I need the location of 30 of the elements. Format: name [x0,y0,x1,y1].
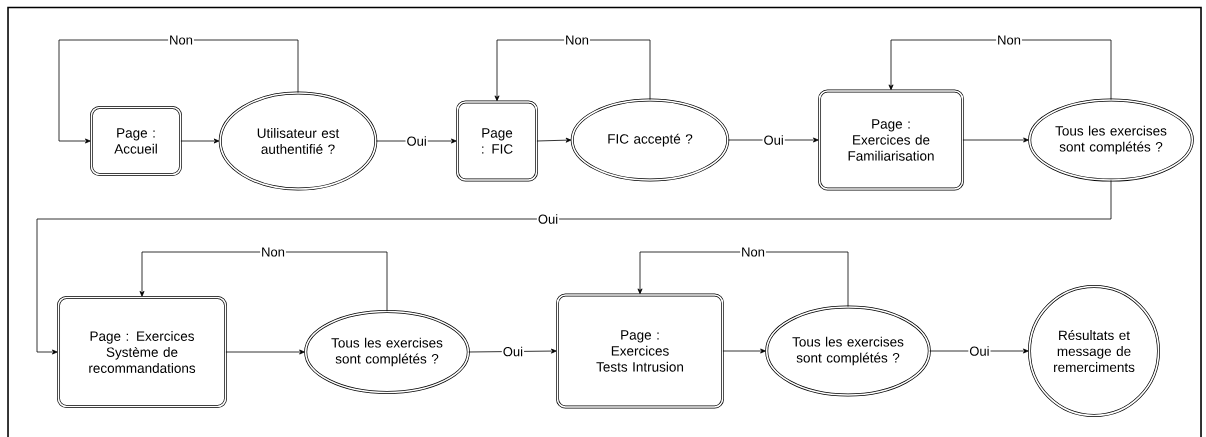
arrow [36,179,1112,355]
edge-label: Non [996,34,1022,46]
process-box: Page : FIC [456,100,538,182]
edge-label: Oui [762,134,785,146]
arrow [722,348,766,354]
arrow [888,39,1112,101]
edge-label: Non [168,34,194,46]
arrow [180,138,220,144]
edge-label: Oui [405,135,428,147]
process-box: Page : Exercices Tests Intrusion [556,293,724,409]
edge-label: Oui [968,345,991,357]
edge-label: Non [260,246,286,258]
process-box: Page : Exercices Système de recommandations [57,296,227,408]
arrow [727,137,819,143]
arrow [225,349,305,355]
edge-label: Non [564,34,590,46]
process-box: Page : Exercices de Familiarisation [818,89,964,191]
arrow [375,138,457,144]
edge-label: Oui [536,213,560,225]
arrow [139,251,388,312]
arrow [536,137,572,143]
arrow [962,137,1029,143]
edge-label: Oui [501,345,525,358]
arrow [468,348,557,354]
arrow [637,251,849,308]
edge-label: Non [740,246,766,258]
arrow [494,39,651,102]
arrow [58,39,299,144]
arrow [929,348,1029,354]
process-box: Page : Accueil [90,106,182,176]
